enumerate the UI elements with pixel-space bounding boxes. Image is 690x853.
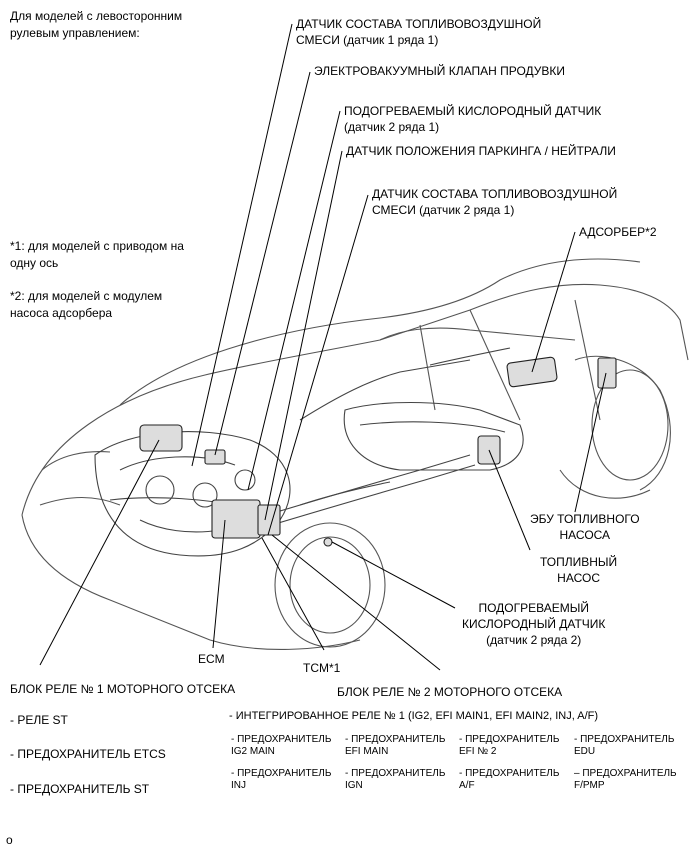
label-line: (датчик 2 ряда 2) [486,633,582,647]
fuse-line: - ПРЕДОХРАНИТЕЛЬ [345,768,446,779]
fuse-line: INJ [231,780,246,791]
ho2-b2s2-shape [323,537,333,547]
label-line: НАСОС [557,571,600,585]
label-line: (датчик 2 ряда 1) [344,120,440,134]
relay-block-1-item: - ПРЕДОХРАНИТЕЛЬ ST [10,782,150,796]
label-fuel-pump: ТОПЛИВНЫЙ НАСОС [540,554,617,586]
label-line: СМЕСИ (датчик 2 ряда 1) [372,203,515,217]
fuse-line: F/PMP [574,780,605,791]
fuse-line: EFI MAIN [345,746,389,757]
fuse-af: - ПРЕДОХРАНИТЕЛЬ A/F [459,768,559,792]
label-af-sensor-b2s1: ДАТЧИК СОСТАВА ТОПЛИВОВОЗДУШНОЙ СМЕСИ (д… [372,186,617,218]
relay-block-1-shape [139,424,183,452]
header-note-line: рулевым управлением: [10,26,140,40]
car-body-outline [21,258,689,651]
label-line: КИСЛОРОДНЫЙ ДАТЧИК [462,617,606,631]
fuse-ig2-main: - ПРЕДОХРАНИТЕЛЬ IG2 MAIN [231,734,331,758]
figure-code: o [6,833,13,847]
fuse-inj: - ПРЕДОХРАНИТЕЛЬ INJ [231,768,331,792]
relay-block-1-item: - РЕЛЕ ST [10,713,68,727]
fuse-line: - ПРЕДОХРАНИТЕЛЬ [345,734,446,745]
label-line: ПОДОГРЕВАЕМЫЙ [478,601,589,615]
label-line: СМЕСИ (датчик 1 ряда 1) [296,33,439,47]
relay-block-2-title: БЛОК РЕЛЕ № 2 МОТОРНОГО ОТСЕКА [337,685,563,699]
engine-and-chassis-details [94,347,524,557]
relay-block-1-item: - ПРЕДОХРАНИТЕЛЬ ETCS [10,747,166,761]
fuse-line: - ПРЕДОХРАНИТЕЛЬ [231,734,332,745]
fuse-line: IGN [345,780,363,791]
label-line: ЭБУ ТОПЛИВНОГО [530,512,640,526]
label-line: АДСОРБЕР*2 [579,225,657,239]
label-line: TCM*1 [303,661,341,675]
label-line: ПОДОГРЕВАЕМЫЙ КИСЛОРОДНЫЙ ДАТЧИК [344,104,602,118]
fuse-line: A/F [459,780,475,791]
footnote-line: насоса адсорбера [10,306,113,320]
ecm-shape [211,499,261,539]
fuse-line: - ПРЕДОХРАНИТЕЛЬ [574,734,675,745]
footnote-line: одну ось [10,256,59,270]
label-pnp-switch: ДАТЧИК ПОЛОЖЕНИЯ ПАРКИНГА / НЕЙТРАЛИ [346,143,616,159]
label-tcm: TCM*1 [303,660,340,676]
label-ecm: ECM [198,651,225,667]
leader-lines [39,23,607,671]
fuel-pump-ecu-shape [597,357,617,389]
fuse-line: IG2 MAIN [231,746,275,757]
label-fuel-pump-ecu: ЭБУ ТОПЛИВНОГО НАСОСА [530,511,640,543]
fuse-line: EDU [574,746,596,757]
purge-vsv-shape [204,449,226,465]
footnote-line: *1: для моделей с приводом на [10,239,184,253]
fuse-line: - ПРЕДОХРАНИТЕЛЬ [231,768,332,779]
relay-block-1-title: БЛОК РЕЛЕ № 1 МОТОРНОГО ОТСЕКА [10,682,236,696]
fuse-efi-main: - ПРЕДОХРАНИТЕЛЬ EFI MAIN [345,734,445,758]
label-line: ДАТЧИК СОСТАВА ТОПЛИВОВОЗДУШНОЙ [372,187,618,201]
label-af-sensor-b1s1: ДАТЧИК СОСТАВА ТОПЛИВОВОЗДУШНОЙ СМЕСИ (д… [296,16,541,48]
label-ho2-b2s2: ПОДОГРЕВАЕМЫЙ КИСЛОРОДНЫЙ ДАТЧИК (датчик… [462,600,605,648]
label-line: ДАТЧИК СОСТАВА ТОПЛИВОВОЗДУШНОЙ [296,17,542,31]
label-line: ТОПЛИВНЫЙ [540,555,618,569]
header-note: Для моделей с левосторонним рулевым упра… [10,8,182,42]
header-note-line: Для моделей с левосторонним [10,9,183,23]
fuse-line: – ПРЕДОХРАНИТЕЛЬ [574,768,677,779]
fuse-fpmp: – ПРЕДОХРАНИТЕЛЬ F/PMP [574,768,677,792]
label-ho2-b2s1: ПОДОГРЕВАЕМЫЙ КИСЛОРОДНЫЙ ДАТЧИК (датчик… [344,103,601,135]
relay-block-2-integrated: - ИНТЕГРИРОВАННОЕ РЕЛЕ № 1 (IG2, EFI MAI… [229,710,599,722]
fuse-line: EFI № 2 [459,746,497,757]
label-line: НАСОСА [559,528,611,542]
label-line: ECM [198,652,225,666]
footnote-1: *1: для моделей с приводом на одну ось [10,238,184,272]
footnote-line: *2: для моделей с модулем [10,289,163,303]
label-purge-vsv: ЭЛЕКТРОВАКУУМНЫЙ КЛАПАН ПРОДУВКИ [314,63,565,79]
fuse-line: - ПРЕДОХРАНИТЕЛЬ [459,734,560,745]
fuse-efi-2: - ПРЕДОХРАНИТЕЛЬ EFI № 2 [459,734,559,758]
footnote-2: *2: для моделей с модулем насоса адсорбе… [10,288,162,322]
label-line: ЭЛЕКТРОВАКУУМНЫЙ КЛАПАН ПРОДУВКИ [314,64,566,78]
fuse-line: - ПРЕДОХРАНИТЕЛЬ [459,768,560,779]
label-canister: АДСОРБЕР*2 [579,224,657,240]
label-line: ДАТЧИК ПОЛОЖЕНИЯ ПАРКИНГА / НЕЙТРАЛИ [346,144,616,158]
fuse-ign: - ПРЕДОХРАНИТЕЛЬ IGN [345,768,445,792]
fuse-edu: - ПРЕДОХРАНИТЕЛЬ EDU [574,734,674,758]
